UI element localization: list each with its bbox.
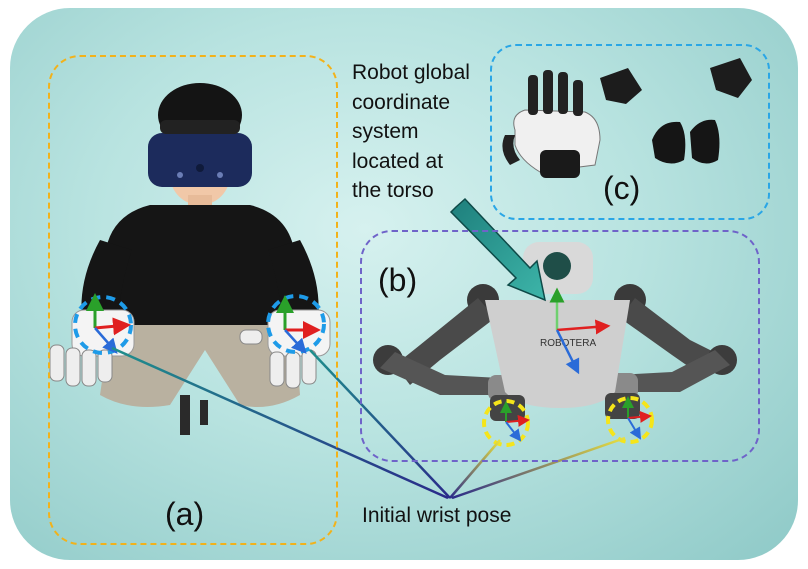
devices-section-box [490, 44, 770, 220]
teleop-section-box [48, 55, 338, 545]
caption-line: coordinate [352, 90, 451, 114]
wrist-connector-lines [111, 346, 626, 500]
caption-line: system [352, 120, 419, 143]
robot-section-box [360, 230, 760, 462]
devices-illustration [502, 58, 752, 178]
caption-line: the torso [352, 179, 434, 202]
robot-left-wrist-frame [482, 399, 530, 447]
robot-torso-frame [549, 287, 611, 375]
human-right-wrist-frame [266, 294, 326, 354]
torso-pointer-arrow [449, 197, 547, 302]
caption-line: located at [352, 149, 444, 173]
robot-logo-text: ROBOTERA [540, 338, 596, 349]
caption-line: Robot global [352, 61, 470, 84]
label-a: (a) [165, 496, 205, 532]
initial-wrist-pose-label: Initial wrist pose [362, 504, 512, 527]
label-b: (b) [378, 262, 418, 298]
label-c: (c) [603, 170, 641, 206]
robot-right-wrist-frame [606, 396, 654, 444]
torso-frame-caption: Robot global coordinate system located a… [352, 58, 470, 206]
